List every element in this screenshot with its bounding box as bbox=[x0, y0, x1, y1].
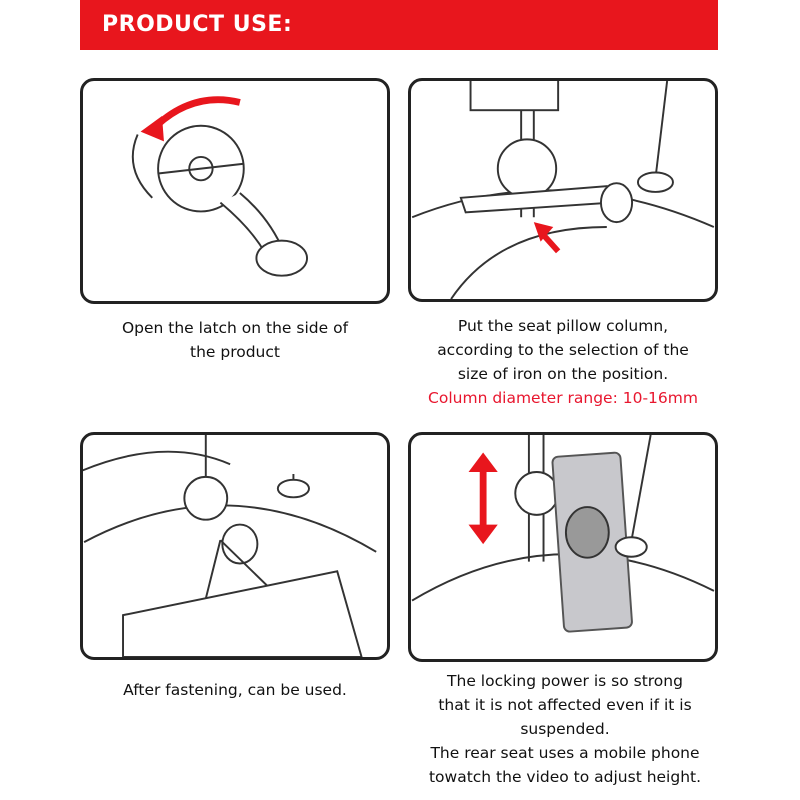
caption-line: Open the latch on the side of bbox=[121, 319, 349, 337]
caption-line: according to the selection of the bbox=[437, 341, 689, 359]
step-4-illustration bbox=[408, 432, 718, 662]
header-banner: PRODUCT USE: bbox=[80, 0, 718, 50]
caption-line: that it is not affected even if it is bbox=[438, 696, 692, 714]
caption-line: towatch the video to adjust height. bbox=[428, 768, 702, 786]
seat-mount-drawing bbox=[411, 81, 715, 299]
caption-line: The rear seat uses a mobile phone bbox=[430, 744, 700, 762]
caption-line: the product bbox=[190, 343, 280, 361]
rotate-arrow-icon bbox=[140, 116, 164, 142]
arrow-down-icon bbox=[468, 524, 498, 545]
caption-line: The locking power is so strong bbox=[447, 672, 683, 690]
caption-line: After fastening, can be used. bbox=[123, 681, 347, 699]
hook-latch-drawing bbox=[131, 96, 309, 277]
caption-line: Put the seat pillow column, bbox=[457, 317, 669, 335]
arrow-up-icon bbox=[533, 222, 554, 242]
step-4-caption: The locking power is so strong that it i… bbox=[400, 669, 730, 789]
step-2-illustration bbox=[408, 78, 718, 302]
step-1-illustration bbox=[80, 78, 390, 304]
step-2-caption: Put the seat pillow column, according to… bbox=[408, 314, 718, 410]
step-1-caption: Open the latch on the side of the produc… bbox=[80, 316, 390, 364]
arrow-up-icon bbox=[468, 452, 498, 473]
caption-line: suspended. bbox=[520, 720, 610, 738]
bag-hanging-drawing bbox=[83, 435, 377, 657]
step-3-caption: After fastening, can be used. bbox=[80, 678, 390, 702]
step-3-illustration bbox=[80, 432, 390, 660]
header-title: PRODUCT USE: bbox=[102, 12, 293, 37]
phone-mount-drawing bbox=[411, 435, 715, 633]
column-diameter-note: Column diameter range: 10-16mm bbox=[428, 389, 698, 407]
caption-line: size of iron on the position. bbox=[457, 365, 669, 383]
